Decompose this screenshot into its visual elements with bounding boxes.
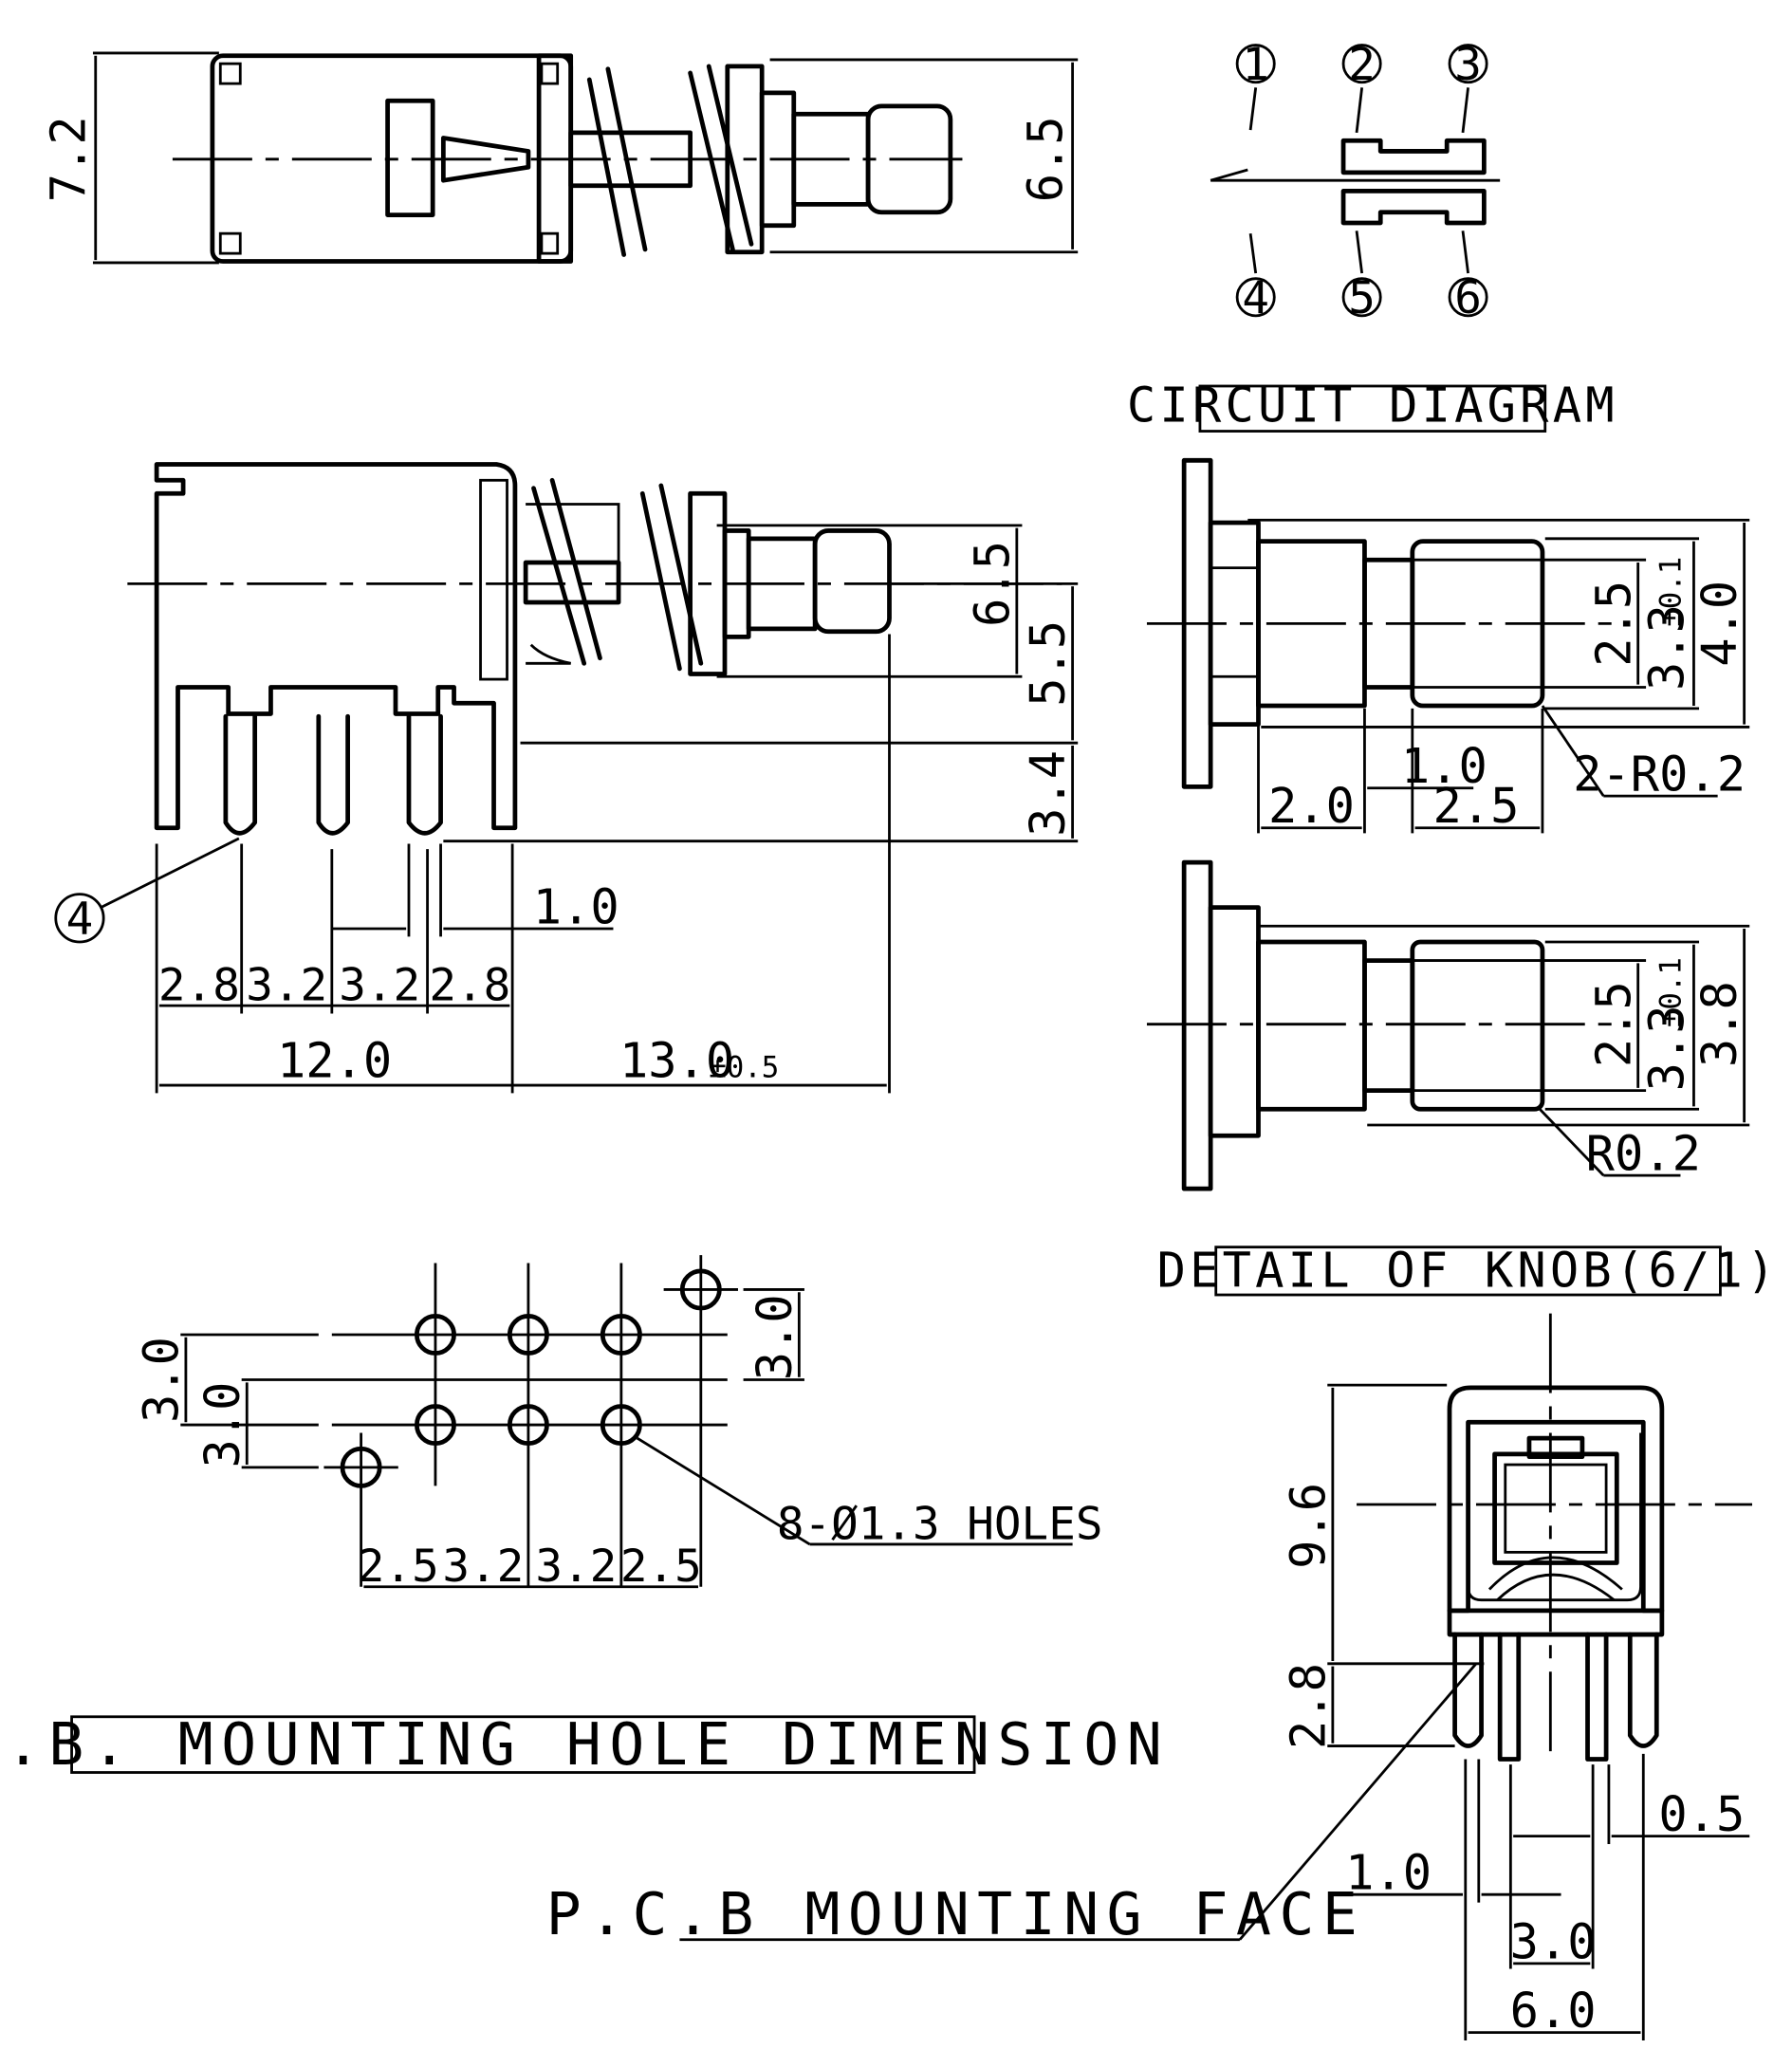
- dim-stroke-length: 13.0: [619, 1033, 734, 1089]
- dim-stroke-tolerance: ±0.5: [709, 1051, 779, 1085]
- knob-a-d-mid: 3.3: [1638, 604, 1694, 691]
- pcb-holes-callout: 8-Ø1.3 HOLES: [777, 1498, 1103, 1550]
- dim-top-height: 7.2: [41, 116, 97, 202]
- circuit-pin-6: 6: [1454, 272, 1482, 324]
- front-dim-pin-width: 0.5: [1658, 1786, 1745, 1842]
- knob-detail-b: 2.5 3.3 ±0.1 3.8 R0.2 DETAIL OF KNOB(6/1…: [1146, 859, 1780, 1299]
- knob-a-l1: 2.0: [1268, 778, 1355, 834]
- side-view: 6.5 5.5 3.4 1.0 2.8 3.2 3.2 2.8 12.0 13.…: [54, 462, 1079, 1094]
- pcb-title: P.C.B. MOUNTING HOLE DIMENSION: [0, 1710, 1170, 1779]
- pcb-dim-v1: 3.0: [133, 1337, 189, 1423]
- front-dim-pin-height: 2.8: [1280, 1663, 1336, 1749]
- knob-a-radius: 2-R0.2: [1573, 747, 1746, 803]
- circuit-pin-5: 5: [1348, 272, 1376, 324]
- dim-pitch-b: 3.2: [246, 960, 327, 1012]
- circuit-pin-2: 2: [1348, 39, 1376, 91]
- pcb-dim-h2: 3.2: [442, 1541, 524, 1593]
- pcb-dim-h1: 2.5: [358, 1541, 439, 1593]
- side-callout-pin: 4: [66, 894, 94, 946]
- dim-pitch-d: 2.8: [429, 960, 510, 1012]
- dim-pitch-c: 3.2: [339, 960, 420, 1012]
- pcb-hole-pattern: 3.0 3.0 3.0 2.5 3.2 3.2 2.5 8-Ø1.3 HOLES…: [0, 1255, 1170, 1779]
- front-dim-height: 9.6: [1280, 1483, 1336, 1569]
- circuit-diagram: 1 2 3 4 5 6 CIRCUIT DIAGRAM: [1127, 39, 1618, 434]
- knob-a-gap: 1.0: [1401, 738, 1487, 794]
- knob-b-d-outer: 3.8: [1691, 981, 1747, 1067]
- knob-a-d-inner: 2.5: [1585, 581, 1641, 667]
- front-dim-offset: 1.0: [1345, 1845, 1432, 1901]
- knob-detail-a: 2.5 3.3 ±0.1 4.0 2.0 1.0 2.5 2-R0.2: [1146, 457, 1750, 834]
- front-dim-pitch: 3.0: [1510, 1913, 1597, 1969]
- knob-a-l2: 2.5: [1432, 778, 1519, 834]
- circuit-pin-3: 3: [1454, 39, 1482, 91]
- circuit-pin-1: 1: [1242, 39, 1269, 91]
- knob-b-d-inner: 2.5: [1585, 981, 1641, 1067]
- circuit-pin-4: 4: [1242, 272, 1269, 324]
- pcb-dim-v2: 3.0: [194, 1382, 250, 1468]
- pcb-mounting-face-label: P.C.B MOUNTING FACE: [546, 1880, 1366, 1948]
- dim-side-pin-width: 1.0: [533, 878, 619, 934]
- dim-side-body: 5.5: [1020, 620, 1076, 707]
- dim-body-length: 12.0: [277, 1033, 392, 1089]
- pcb-dim-h4: 2.5: [620, 1541, 702, 1593]
- knob-b-d-mid: 3.3: [1638, 1005, 1694, 1091]
- knob-title: DETAIL OF KNOB(6/1): [1157, 1243, 1780, 1299]
- knob-a-d-outer: 4.0: [1691, 581, 1747, 667]
- front-dim-width: 6.0: [1510, 1983, 1597, 2039]
- dim-pitch-a: 2.8: [158, 960, 240, 1012]
- pcb-dim-v3: 3.0: [747, 1294, 803, 1380]
- pcb-dim-h3: 3.2: [535, 1541, 617, 1593]
- dim-side-pins: 3.4: [1020, 750, 1076, 837]
- knob-b-d-mid-tolerance: ±0.1: [1653, 957, 1688, 1027]
- top-view: 7.2 6.5: [41, 51, 1079, 265]
- circuit-title: CIRCUIT DIAGRAM: [1127, 378, 1618, 434]
- front-view: 9.6 2.8 0.5 1.0 3.0 6.0 P.C.B MOUNTING F…: [546, 1313, 1753, 2041]
- knob-a-d-mid-tolerance: ±0.1: [1653, 557, 1688, 627]
- dim-top-plunger: 6.5: [1017, 116, 1073, 202]
- knob-b-radius: R0.2: [1586, 1126, 1701, 1182]
